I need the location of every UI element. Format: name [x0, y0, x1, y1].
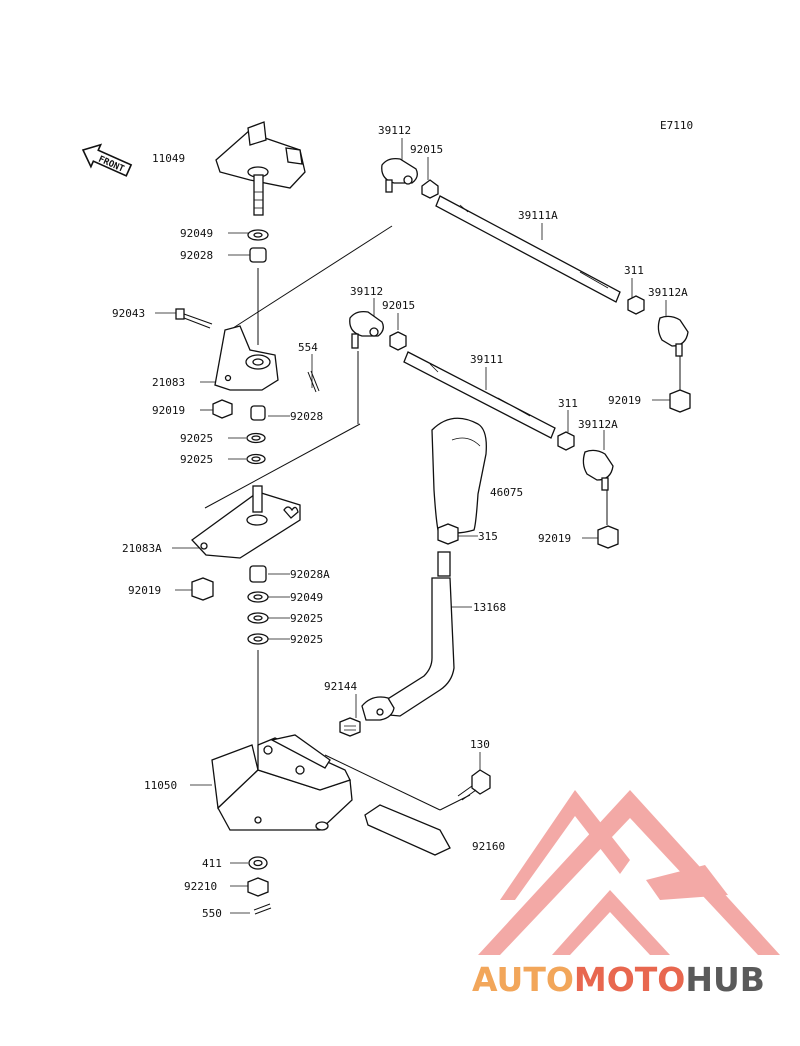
upper-linkage: [381, 157, 691, 413]
lower-linkage: [349, 310, 619, 549]
part-label: 46075: [490, 486, 523, 499]
watermark-part-2: MOTO: [573, 960, 686, 999]
part-label: 39112A: [578, 418, 618, 431]
upper-stack-parts: [175, 229, 269, 329]
watermark-wordmark: AUTOMOTOHUB: [472, 960, 765, 999]
part-label: 92028A: [290, 568, 330, 581]
part-label: 92025: [180, 432, 213, 445]
part-label: 39111: [470, 353, 503, 366]
part-label: 13168: [473, 601, 506, 614]
shift-lever-13168: [361, 551, 455, 721]
part-label: 411: [202, 857, 222, 870]
spring-92144: [339, 717, 361, 737]
part-label: 92015: [410, 143, 443, 156]
plate-92160: [364, 804, 451, 856]
watermark-part-1: AUTO: [472, 960, 574, 999]
part-label: 92049: [180, 227, 213, 240]
bracket-11050: [211, 734, 353, 831]
watermark-part-3: HUB: [685, 960, 765, 999]
part-label: 21083: [152, 376, 185, 389]
bracket-11049: [215, 121, 306, 216]
front-arrow-icon: FRONT: [81, 143, 133, 177]
part-label: 92144: [324, 680, 357, 693]
part-label: 92043: [112, 307, 145, 320]
part-label: 39112: [378, 124, 411, 137]
part-label: 130: [470, 738, 490, 751]
part-label: 311: [558, 397, 578, 410]
part-label: 92049: [290, 591, 323, 604]
part-labels: E7110 11049 92049 92028 92043 554 21083 …: [112, 119, 693, 920]
part-label: 92019: [152, 404, 185, 417]
diagram-code: E7110: [660, 119, 693, 132]
part-label: 92025: [290, 633, 323, 646]
plate-21083A: [191, 485, 301, 559]
part-label: 92015: [382, 299, 415, 312]
part-label: 39111A: [518, 209, 558, 222]
part-label: 92019: [128, 584, 161, 597]
part-label: 550: [202, 907, 222, 920]
part-label: 92028: [180, 249, 213, 262]
part-label: 92210: [184, 880, 217, 893]
part-label: 11050: [144, 779, 177, 792]
part-label: 11049: [152, 152, 185, 165]
part-label: 554: [298, 341, 318, 354]
part-label: 92028: [290, 410, 323, 423]
part-label: 92025: [180, 453, 213, 466]
part-label: 92019: [608, 394, 641, 407]
part-label: 311: [624, 264, 644, 277]
part-label: 39112: [350, 285, 383, 298]
lower-stack-2: [191, 565, 269, 645]
lower-stack-1: [212, 399, 266, 465]
leader-lines: [155, 138, 681, 914]
lever-21083: [214, 325, 320, 393]
part-label: 92025: [290, 612, 323, 625]
part-label: 92019: [538, 532, 571, 545]
part-label: 92160: [472, 840, 505, 853]
bottom-fasteners: [247, 856, 272, 915]
part-label: 315: [478, 530, 498, 543]
watermark-logo-icon: [478, 790, 780, 955]
part-label: 21083A: [122, 542, 162, 555]
bolt-130: [457, 769, 491, 801]
knob-46075: [431, 417, 487, 545]
part-label: 39112A: [648, 286, 688, 299]
